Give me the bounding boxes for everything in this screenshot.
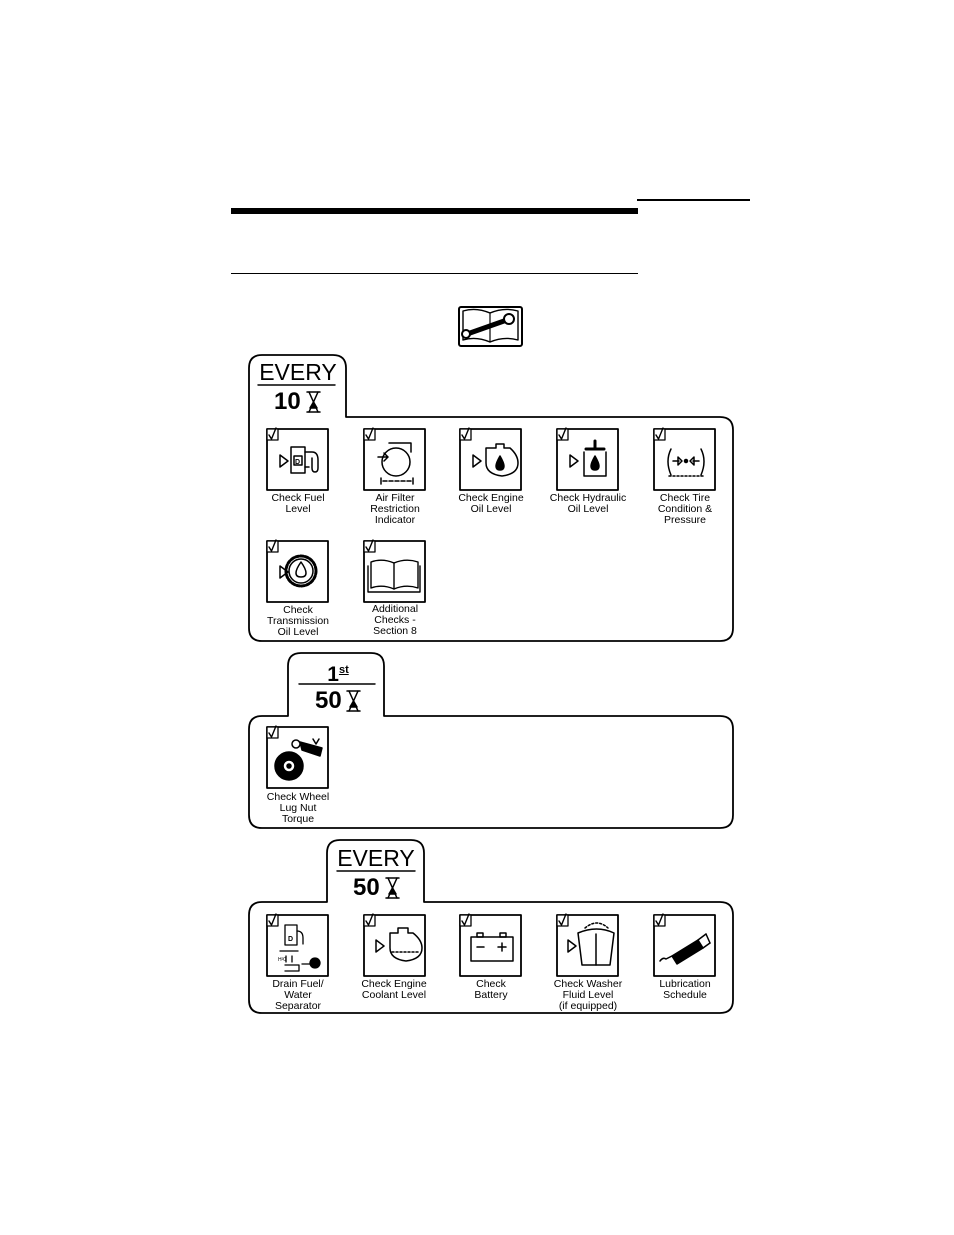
air-filter-icon	[377, 442, 414, 485]
section-every-50-header: EVERY 50	[332, 845, 420, 901]
additional-checks-label: Additional Checks - Section 8	[371, 603, 419, 637]
air-filter-label: Air Filter Restriction Indicator	[370, 492, 420, 526]
svg-text:D: D	[288, 936, 293, 943]
fuel-water-separator-icon	[279, 924, 321, 972]
check-coolant-label: Check Engine Coolant Level	[361, 978, 427, 1001]
checkmark-icon	[268, 725, 277, 738]
check-washer-label: Check Washer Fluid Level (if equipped)	[553, 978, 623, 1012]
header-rule-thick	[231, 208, 638, 214]
checkmark-icon	[461, 913, 470, 926]
checkmark-icon	[365, 913, 374, 926]
svg-text:D: D	[295, 459, 300, 466]
transmission-oil-icon	[279, 554, 318, 588]
lubrication-label: Lubrication Schedule	[659, 978, 711, 1001]
check-tire-label: Check Tire Condition & Pressure	[657, 492, 713, 526]
every-label: EVERY	[259, 359, 337, 385]
every-label: EVERY	[337, 845, 415, 871]
checkmark-icon	[558, 427, 567, 440]
section-every-10-header: EVERY 10	[254, 359, 342, 415]
icon-box	[556, 914, 619, 977]
checkbox	[459, 428, 472, 441]
icon-box	[653, 428, 716, 491]
manual-book-icon	[367, 559, 421, 593]
checkmark-icon	[655, 427, 664, 440]
tire-pressure-icon	[667, 448, 705, 477]
hourglass-icon	[306, 391, 321, 413]
check-hydraulic-oil-label: Check Hydraulic Oil Level	[549, 492, 627, 515]
icon-box	[363, 540, 426, 603]
checkbox	[266, 726, 279, 739]
checkbox	[556, 428, 569, 441]
header-rule-thin	[231, 273, 638, 274]
checkmark-icon	[655, 913, 664, 926]
check-engine-oil-label: Check Engine Oil Level	[458, 492, 524, 515]
checkbox	[363, 914, 376, 927]
header-rule-right	[637, 199, 750, 201]
check-wheel-lug-label: Check Wheel Lug Nut Torque	[266, 791, 330, 825]
section-every-50-frame	[248, 839, 734, 1014]
checkmark-icon	[558, 913, 567, 926]
icon-box	[459, 428, 522, 491]
checkbox	[556, 914, 569, 927]
checkmark-icon	[365, 427, 374, 440]
icon-box	[266, 428, 329, 491]
hourglass-icon	[346, 690, 361, 712]
grease-gun-icon	[659, 933, 711, 965]
checkbox	[266, 428, 279, 441]
interval-hours: 50	[353, 874, 380, 901]
icon-box	[653, 914, 716, 977]
hydraulic-oil-icon	[569, 439, 607, 477]
check-transmission-label: Check Transmission Oil Level	[266, 604, 330, 638]
icon-box	[556, 428, 619, 491]
icon-box	[459, 914, 522, 977]
engine-coolant-icon	[375, 927, 423, 962]
checkmark-icon	[268, 427, 277, 440]
checkbox	[459, 914, 472, 927]
check-fuel-level-label: Check Fuel Level	[271, 492, 325, 515]
interval-hours: 50	[315, 687, 342, 714]
svg-text:H²0: H²0	[278, 957, 286, 963]
engine-oil-icon	[472, 443, 519, 477]
checkbox	[266, 914, 279, 927]
checkbox	[653, 914, 666, 927]
icon-box	[266, 540, 329, 603]
section-first-50-frame	[248, 652, 734, 829]
checkbox	[363, 428, 376, 441]
checkbox	[266, 540, 279, 553]
fuel-pump-icon	[279, 446, 319, 474]
checkmark-icon	[461, 427, 470, 440]
checkbox	[653, 428, 666, 441]
icon-box	[266, 726, 329, 789]
icon-box	[363, 914, 426, 977]
washer-fluid-icon	[567, 922, 615, 966]
service-manual-icon	[458, 306, 523, 347]
battery-icon	[470, 932, 514, 962]
interval-hours: 10	[274, 388, 301, 415]
drain-fuel-water-label: Drain Fuel/ Water Separator	[272, 978, 324, 1012]
checkmark-icon	[365, 539, 374, 552]
checkmark-icon	[268, 539, 277, 552]
section-first-50-header: 1st 50	[294, 659, 382, 715]
section-every-10-frame	[248, 354, 734, 642]
icon-box	[266, 914, 329, 977]
first-suffix: st	[338, 664, 349, 676]
checkbox	[363, 540, 376, 553]
check-battery-label: Check Battery	[474, 978, 508, 1001]
hourglass-icon	[385, 877, 400, 899]
first-label: 1	[327, 663, 339, 686]
wheel-lug-nut-icon	[274, 738, 323, 781]
icon-box	[363, 428, 426, 491]
checkmark-icon	[268, 913, 277, 926]
